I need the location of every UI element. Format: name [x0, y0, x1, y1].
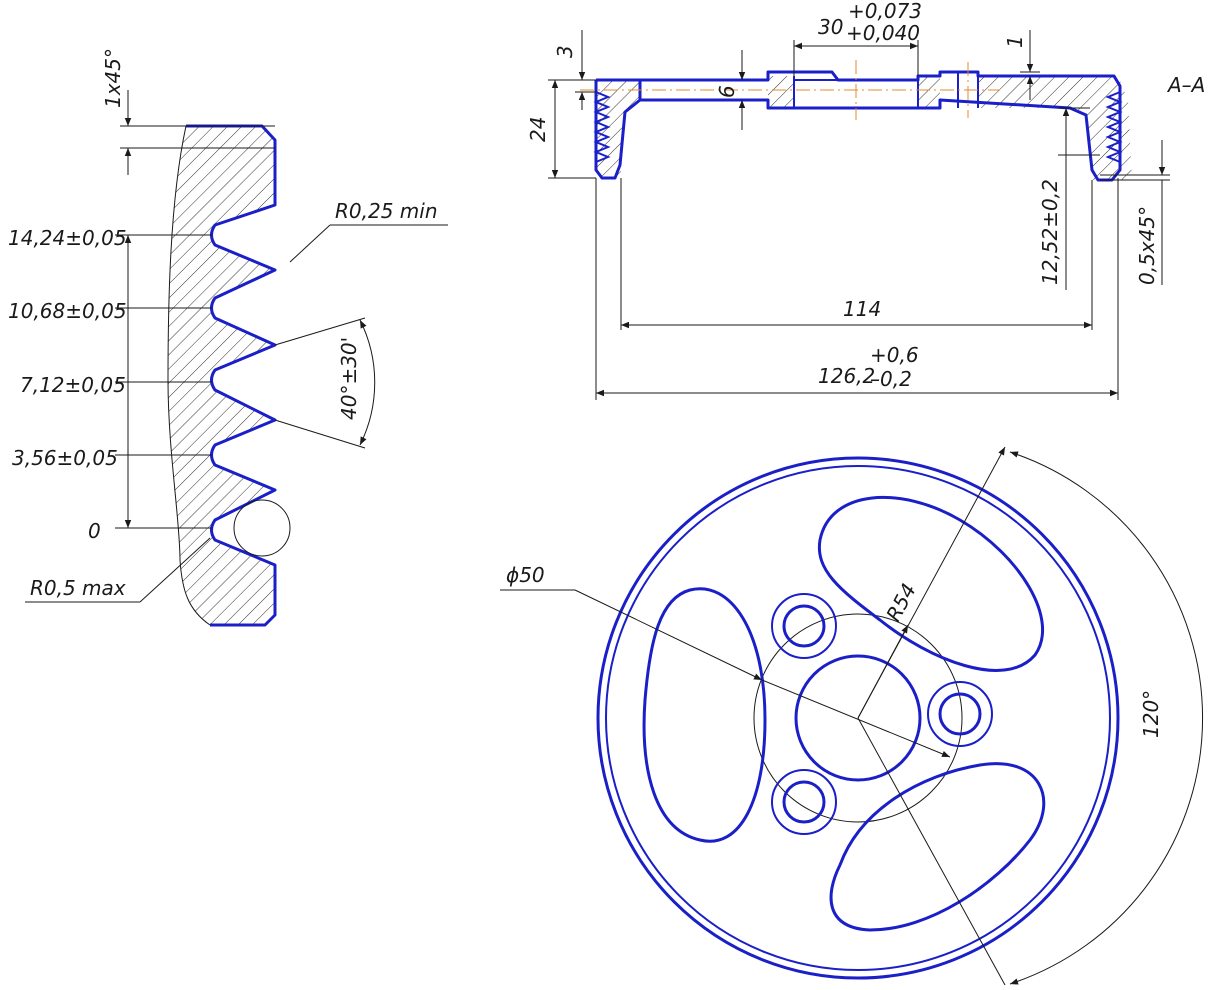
center-bore — [794, 654, 922, 782]
bolt-hole-1-inner — [782, 604, 826, 648]
bolt-hole-2-inner — [938, 692, 982, 736]
thread-profile-hatched-section — [168, 126, 275, 625]
dim-24: 24 — [526, 117, 550, 142]
section-hub-left-hatch — [768, 76, 794, 108]
plan-view: ϕ50 R54 120° — [500, 446, 1203, 986]
dim-114: 114 — [843, 297, 881, 321]
window-lower — [829, 762, 1046, 932]
bolt-hole-1-outer — [771, 593, 837, 659]
thread-profile-view: 1x45° R0,25 min R0,5 max 40°±30' 14,24±0… — [8, 48, 448, 627]
level-label-2: 10,68±0,05 — [8, 299, 127, 323]
dim-30-upper: +0,073 — [848, 0, 922, 23]
plan-diameter-label: ϕ50 — [506, 563, 545, 587]
root-radius-label: R0,5 max — [30, 576, 126, 600]
dim-1: 1 — [1003, 35, 1027, 48]
section-dimensions — [548, 30, 1170, 400]
dim-30-lower: +0,040 — [846, 21, 920, 45]
dim-6: 6 — [715, 85, 739, 98]
thread-profile-break-line — [167, 125, 211, 626]
dim-12-52: 12,52±0,2 — [1038, 179, 1062, 285]
plan-angle-label: 120° — [1139, 690, 1163, 738]
bolt-hole-2-outer — [927, 681, 993, 747]
section-right-hatch — [978, 76, 1132, 180]
window-left — [642, 587, 767, 843]
dim-126-base: 126,2 — [818, 364, 875, 388]
thread-profile-outline — [186, 124, 277, 627]
bolt-circle — [753, 613, 963, 823]
plan-dimensions — [500, 446, 1203, 986]
section-thread-right — [1105, 91, 1123, 163]
section-left-hatch — [596, 80, 640, 178]
tip-radius-label: R0,25 min — [335, 199, 438, 223]
level-label-5: 0 — [88, 519, 101, 543]
thread-level-lines — [25, 90, 448, 603]
dim-126-upper: +0,6 — [870, 343, 919, 367]
level-label-3: 7,12±0,05 — [20, 373, 126, 397]
chamfer-label: 1x45° — [101, 48, 125, 108]
outer-rim-outer — [596, 456, 1120, 980]
dim-126-lower: –0,2 — [870, 367, 912, 391]
bolt-hole-3-inner — [782, 780, 826, 824]
dim-30-base: 30 — [818, 15, 843, 39]
section-view: A–A 3 24 6 1 30 +0,073 +0,040 114 126,2 … — [526, 0, 1205, 400]
thread-gauge-ball — [233, 499, 291, 557]
level-label-4: 3,56±0,05 — [12, 446, 118, 470]
section-title: A–A — [1166, 73, 1205, 97]
level-label-1: 14,24±0,05 — [8, 226, 127, 250]
section-hub-right-hatch — [918, 76, 940, 108]
dim-chamfer: 0,5x45° — [1135, 206, 1159, 285]
outer-rim-inner — [605, 465, 1111, 971]
window-upper — [817, 495, 1045, 672]
thread-angle-label: 40°±30' — [337, 337, 361, 420]
bolt-hole-3-outer — [771, 769, 837, 835]
dim-3: 3 — [553, 45, 577, 58]
section-thread-left — [593, 91, 611, 163]
